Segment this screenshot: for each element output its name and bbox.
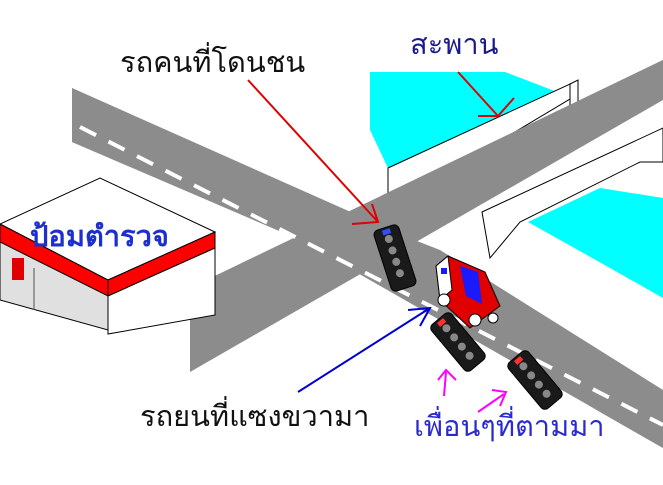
label-hit-car: รถคนที่โดนชน [120, 45, 306, 79]
arrow-hit-car [247, 79, 380, 225]
label-overtaking-car: รถยนที่แซงขวามา [140, 399, 370, 433]
motorbike-following [507, 350, 563, 410]
label-bridge: สะพาน [410, 27, 499, 61]
car [435, 255, 501, 329]
label-police-box: ป้อมตำรวจ [30, 219, 169, 253]
lane-markings [79, 125, 663, 427]
river-lower [528, 188, 663, 298]
police-box [0, 177, 217, 335]
motorbike-overtaking [430, 312, 486, 372]
arrow-friends-2 [477, 389, 508, 413]
arrow-friends-1 [437, 368, 457, 397]
arrow-bridge [457, 71, 515, 117]
bridge-rail-right [481, 127, 663, 260]
motorbike-hit [373, 224, 417, 292]
label-following-friends: เพื่อนๆที่ตามมา [414, 409, 605, 443]
arrow-overtaking [297, 306, 432, 393]
cross-road-fill [190, 60, 663, 372]
